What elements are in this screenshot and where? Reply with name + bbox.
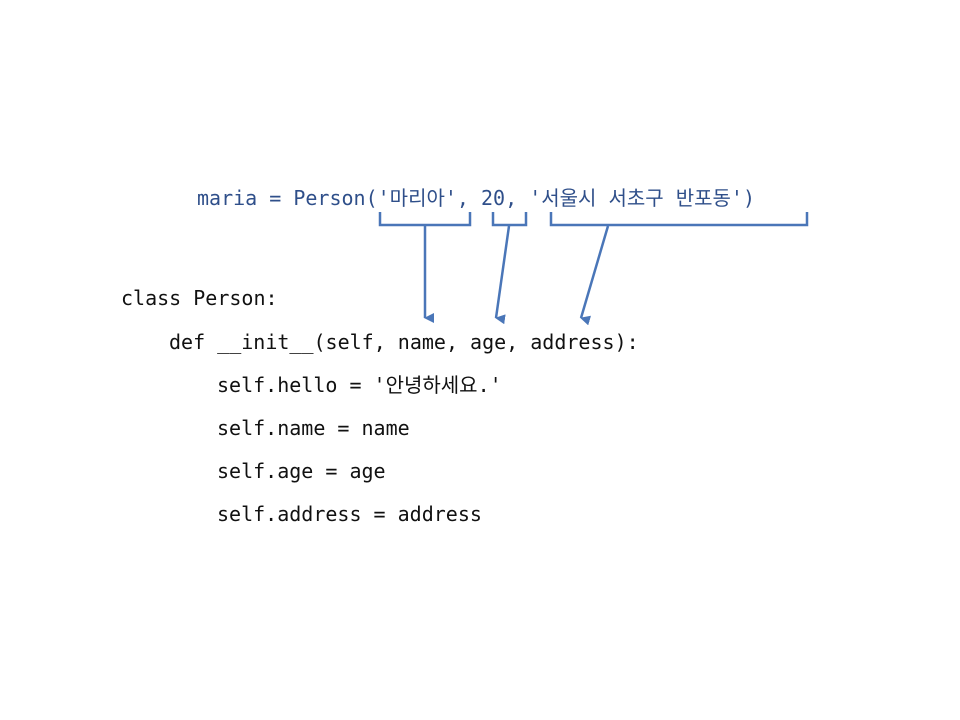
param-separator: ,: [506, 330, 531, 354]
person-call-line: maria = Person('마리아', 20, '서울시 서초구 반포동'): [197, 186, 755, 210]
name-assignment-line: self.name = name: [217, 416, 410, 440]
arg-name-value: '마리아': [377, 186, 457, 210]
arg-address-value: '서울시 서초구 반포동': [529, 186, 743, 210]
call-separator: ,: [456, 186, 482, 210]
age-assignment-line: self.age = age: [217, 459, 386, 483]
init-prefix: def __init__(self,: [169, 330, 398, 354]
call-separator: ,: [505, 186, 530, 210]
bracket-name-arg: [378, 212, 472, 227]
hello-assignment-line: self.hello = '안녕하세요.': [217, 373, 502, 397]
arg-age-value: 20: [481, 186, 506, 210]
param-age: age: [470, 330, 507, 354]
bracket-address-arg: [549, 212, 809, 227]
address-assignment-line: self.address = address: [217, 502, 482, 526]
param-separator: ,: [445, 330, 471, 354]
param-address: address: [530, 330, 615, 354]
init-suffix: ):: [614, 330, 639, 354]
arrow-to-age-param: [494, 225, 511, 325]
init-line: def __init__(self, name, age, address):: [169, 330, 639, 354]
param-name: name: [397, 330, 446, 354]
call-prefix: maria = Person(: [197, 186, 378, 210]
bracket-age-arg: [491, 212, 528, 227]
call-suffix: ): [742, 186, 756, 210]
class-line: class Person:: [121, 286, 278, 310]
arrow-to-address-param: [579, 225, 610, 326]
